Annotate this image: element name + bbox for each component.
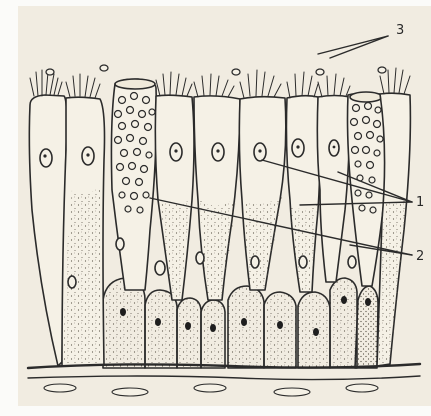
basal-cell: [228, 286, 264, 368]
label-2-basal-cells: 2: [416, 249, 424, 264]
nucleus: [155, 261, 165, 275]
nucleus: [40, 149, 52, 167]
basal-cell: [103, 278, 145, 368]
nucleus: [251, 256, 259, 268]
label-1-ciliated-cells: 1: [416, 195, 424, 210]
basal-cell: [264, 292, 296, 368]
nucleus: [116, 238, 124, 250]
basal-cell-row: [103, 278, 378, 368]
nucleus: [196, 252, 204, 264]
goblet-cell-mouth: [115, 79, 155, 89]
label-3-cilia: 3: [396, 23, 404, 38]
nucleus: [68, 276, 76, 288]
nucleus: [348, 256, 356, 268]
basal-cell: [355, 286, 378, 368]
basal-cell: [330, 278, 357, 368]
nucleus: [299, 256, 307, 268]
basal-cell: [145, 290, 177, 368]
basal-cell: [201, 300, 225, 368]
goblet-cell-mouth: [350, 92, 382, 102]
basal-cell: [177, 298, 201, 368]
